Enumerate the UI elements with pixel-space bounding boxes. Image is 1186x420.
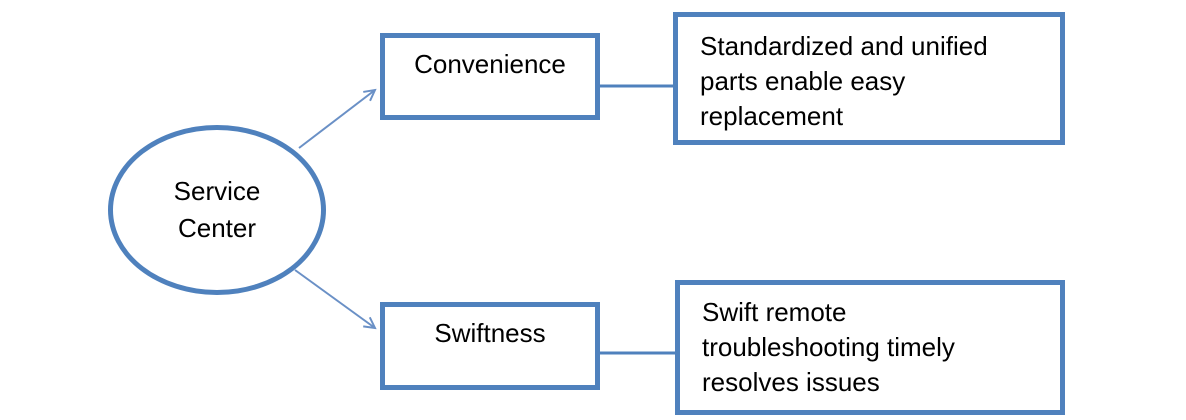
description-convenience: Standardized and unified parts enable ea…: [673, 12, 1065, 145]
root-node-label: Service Center: [173, 176, 261, 243]
root-node-service-center: Service Center: [108, 125, 326, 295]
node-convenience-label: Convenience: [414, 49, 566, 79]
node-swiftness: Swiftness: [380, 302, 600, 390]
arrow-root-to-convenience: [298, 88, 377, 149]
description-swiftness: Swift remote troubleshooting timely reso…: [675, 280, 1065, 415]
node-swiftness-label: Swiftness: [434, 318, 546, 348]
node-convenience: Convenience: [380, 33, 600, 120]
arrow-root-to-swiftness: [294, 269, 377, 330]
